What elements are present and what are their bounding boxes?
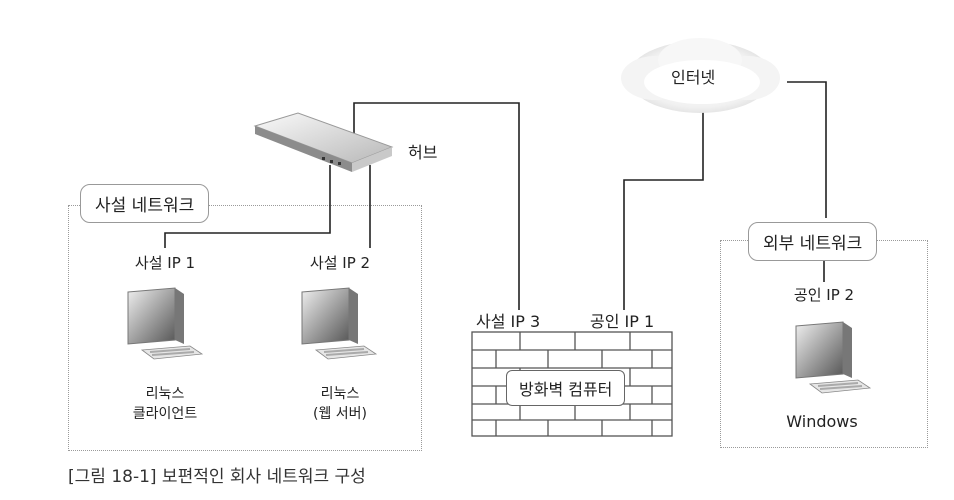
hub-icon [253, 112, 394, 172]
linux-client-computer-icon [127, 287, 204, 360]
hub-label: 허브 [408, 143, 438, 162]
internet-cloud-icon [621, 38, 780, 113]
network-cables [164, 81, 827, 310]
firewall-private-ip-label: 사설 IP 3 [476, 312, 541, 331]
client-name-line2: 클라이언트 [132, 406, 198, 422]
private-network-zone [68, 205, 422, 451]
firewall-public-ip-label: 공인 IP 1 [590, 312, 655, 331]
client-name-line1: 리눅스 [145, 386, 185, 402]
client-ip-label: 사설 IP 1 [134, 254, 196, 272]
server-name-line2: (웹 서버) [312, 406, 368, 422]
server-name-line1: 리눅스 [320, 386, 360, 402]
windows-label: Windows [786, 412, 858, 431]
server-ip-label: 사설 IP 2 [309, 254, 371, 272]
external-ip-label: 공인 IP 2 [793, 286, 855, 304]
external-network-label: 외부 네트워크 [748, 222, 878, 261]
internet-label: 인터넷 [671, 68, 716, 87]
figure-caption: [그림 18-1] 보편적인 회사 네트워크 구성 [68, 467, 366, 487]
private-network-label: 사설 네트워크 [80, 184, 210, 223]
windows-computer-icon [795, 321, 872, 394]
firewall-computer-label: 방화벽 컴퓨터 [506, 370, 626, 406]
linux-server-computer-icon [301, 287, 378, 360]
